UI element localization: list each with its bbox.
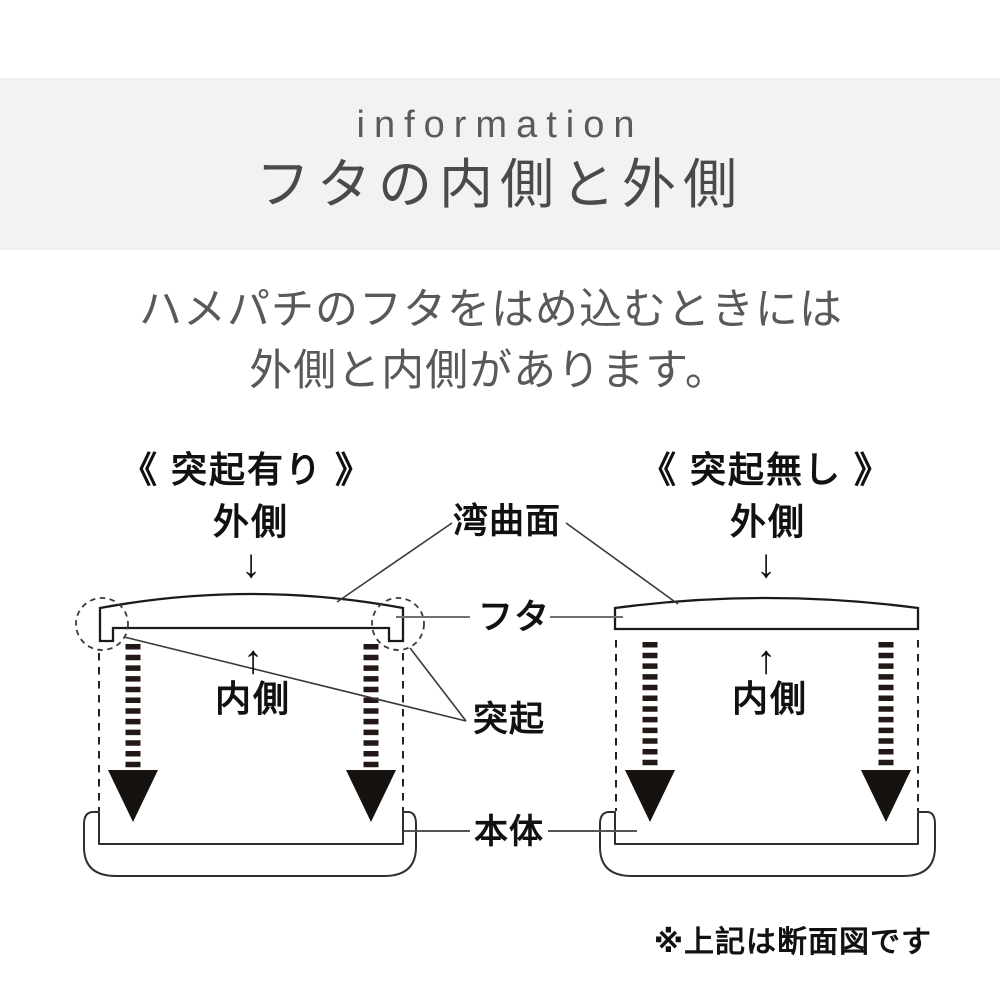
right-heading: 《 突起無し 》 [639,449,893,490]
right-outside-label: 外側 [729,501,807,542]
left-heading: 《 突起有り 》 [120,449,374,490]
right-wall-dashed-lines [615,640,919,811]
protrusion-pointer-lines [123,636,467,722]
lid-label: フタ [478,598,551,637]
left-inside-label: 内側 [214,678,292,719]
press-down-arrow-left-2 [346,644,396,822]
left-wall-dashed-lines [98,653,404,811]
right-down-arrow-icon: ↓ [756,542,776,586]
press-down-arrow-left-1 [108,644,158,822]
right-inside-label: 内側 [731,678,809,719]
right-lid-cross-section [613,596,920,631]
cross-section-note: ※上記は断面図です [653,926,932,959]
right-up-arrow-icon: ↑ [756,638,776,682]
header-band [0,78,1000,250]
left-container-body [83,811,417,877]
protrusion-label: 突起 [473,700,546,739]
curved-surface-label: 湾曲面 [453,502,562,541]
protrusion-highlight-circles [75,597,425,651]
info-eyebrow: information [356,104,644,146]
right-container-body [599,811,936,877]
intro-line-1: ハメパチのフタをはめ込むときには [139,286,843,334]
press-down-arrow-right-1 [625,642,675,822]
left-lid-cross-section [98,592,405,643]
press-down-arrow-right-2 [861,642,911,822]
left-outside-label: 外側 [212,501,290,542]
left-up-arrow-icon: ↑ [243,638,263,682]
left-down-arrow-icon: ↓ [241,542,261,586]
body-label: 本体 [474,813,544,851]
page-title: フタの内側と外側 [256,155,744,215]
intro-line-2: 外側と内側があります。 [249,347,729,395]
curved-surface-pointer-lines [336,522,679,605]
